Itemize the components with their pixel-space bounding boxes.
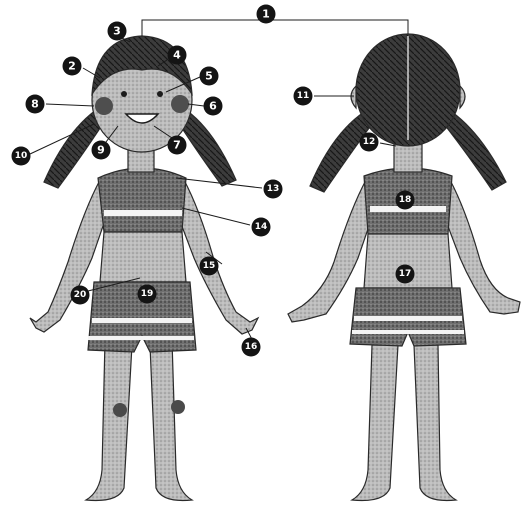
marker-12: 12 [360,133,379,152]
svg-text:7: 7 [173,139,181,152]
front-left-leg [86,340,132,501]
marker-17: 17 [396,265,415,284]
front-left-knee [113,403,127,417]
back-swimsuit-stripe-lower [354,316,462,321]
svg-text:9: 9 [97,144,105,157]
marker-9: 9 [92,141,111,160]
svg-text:6: 6 [209,100,217,113]
back-left-ear [351,86,356,108]
svg-text:1: 1 [262,8,270,21]
marker-7: 7 [168,136,187,155]
svg-text:2: 2 [68,60,76,73]
marker-15: 15 [200,257,219,276]
marker-20: 20 [71,286,90,305]
svg-text:4: 4 [173,49,181,62]
front-swimsuit-top [98,168,186,232]
back-right-pigtail [444,112,506,190]
back-swimsuit-stripe-hem [352,330,464,334]
svg-text:16: 16 [245,342,258,352]
svg-text:3: 3 [113,25,121,38]
marker-16: 16 [242,338,261,357]
svg-text:8: 8 [31,98,39,111]
marker-18: 18 [396,191,415,210]
svg-text:10: 10 [15,151,28,161]
marker-5: 5 [200,67,219,86]
front-swimsuit-stripe-hem [88,336,194,340]
marker-11: 11 [294,87,313,106]
svg-text:20: 20 [74,290,87,300]
front-right-leg [150,340,192,501]
front-right-eye [157,91,163,97]
svg-text:19: 19 [141,289,154,299]
back-right-ear [460,86,465,108]
svg-text:17: 17 [399,269,412,279]
back-left-leg [352,345,398,501]
front-swimsuit-stripe-upper [104,210,182,216]
marker-14: 14 [252,218,271,237]
svg-text:14: 14 [255,222,268,232]
svg-text:15: 15 [203,261,216,271]
svg-text:12: 12 [363,137,376,147]
marker-6: 6 [204,97,223,116]
marker-13: 13 [264,180,283,199]
front-left-eye [121,91,127,97]
marker-8: 8 [26,95,45,114]
marker-19: 19 [138,285,157,304]
svg-text:18: 18 [399,195,412,205]
front-right-cheek [171,95,189,113]
back-left-pigtail [310,112,372,192]
front-left-cheek [95,97,113,115]
leader-line-8 [46,104,94,106]
marker-1: 1 [257,5,276,24]
back-right-leg [414,345,456,501]
marker-2: 2 [63,57,82,76]
marker-4: 4 [168,46,187,65]
front-right-knee [171,400,185,414]
front-swimsuit-stripe-lower [92,318,192,323]
marker-3: 3 [108,22,127,41]
svg-text:11: 11 [297,91,310,101]
front-midriff [100,232,186,282]
marker-10: 10 [12,147,31,166]
front-figure [30,36,258,501]
svg-text:13: 13 [267,184,280,194]
leader-line-1 [142,20,408,36]
svg-text:5: 5 [205,70,213,83]
